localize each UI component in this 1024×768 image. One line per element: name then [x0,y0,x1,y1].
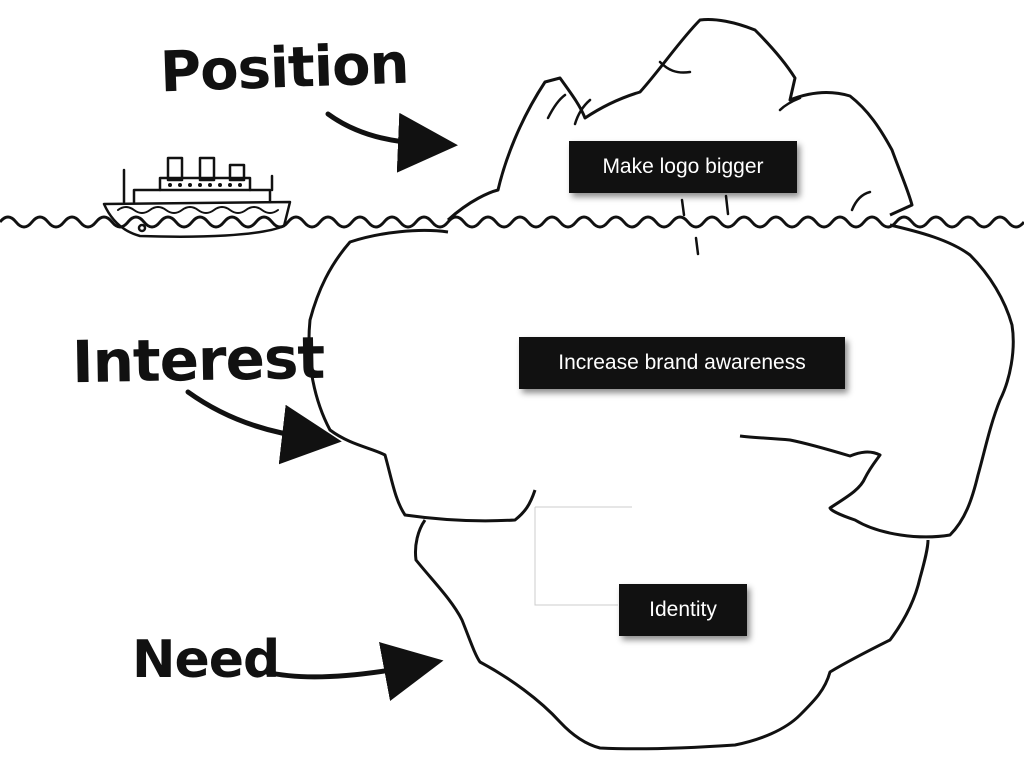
iceberg-tip-detail [546,60,872,256]
tag-make-logo-bigger: Make logo bigger [569,141,797,193]
faint-connector [534,506,632,606]
arrow-position [325,111,458,173]
tag-increase-brand-awareness: Increase brand awareness [519,337,845,389]
arrow-interest [185,389,342,465]
water-line [0,215,1024,229]
iceberg-bottom [414,519,930,751]
level-label-position: Position [158,31,410,106]
level-label-need: Need [132,630,280,690]
iceberg-tip [446,18,914,222]
boat-illustration [102,156,292,238]
arrow-need [263,642,444,702]
iceberg-middle-right [739,223,1015,539]
iceberg-middle [307,228,537,523]
tag-identity: Identity [619,584,747,636]
level-label-interest: Interest [71,323,325,397]
boat-portholes [168,183,242,187]
